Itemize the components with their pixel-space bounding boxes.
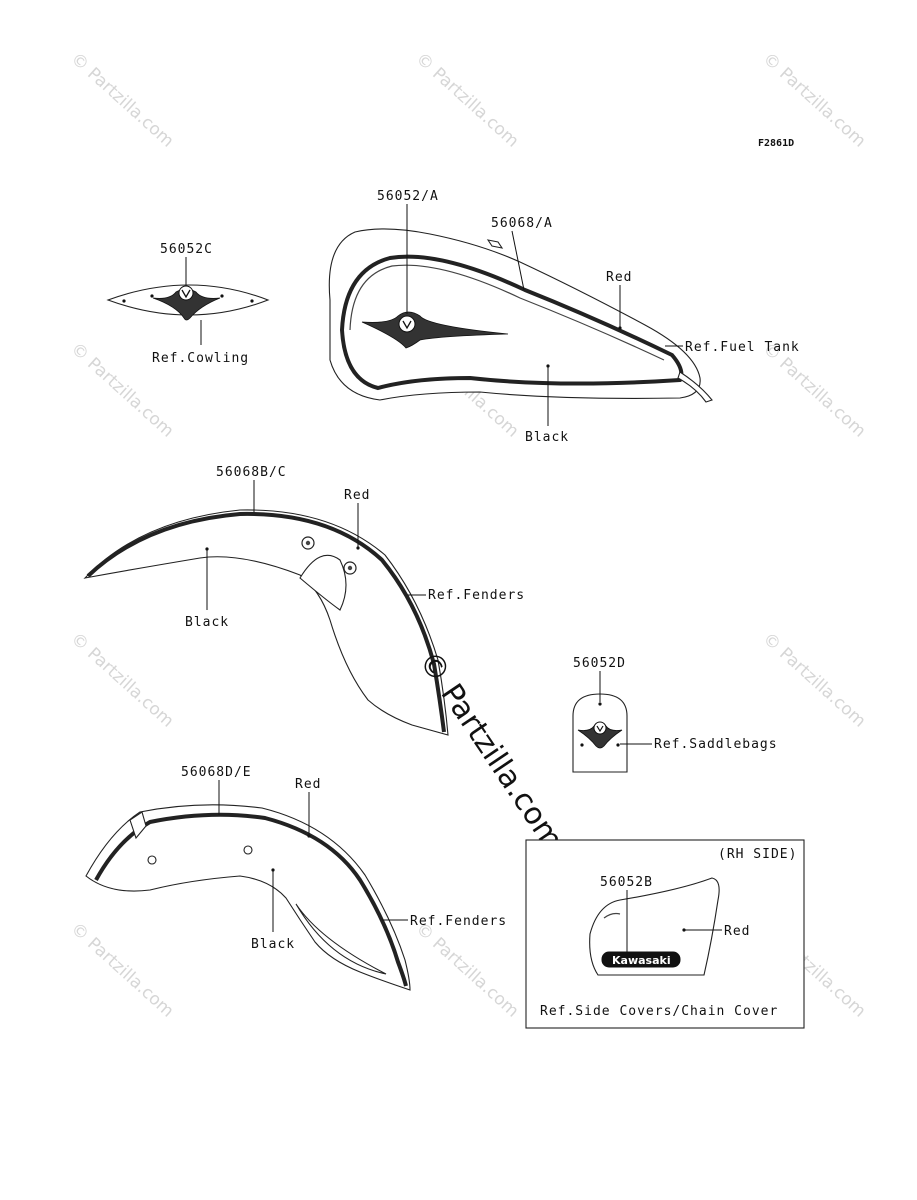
- saddlebag-decal-drawing: [572, 693, 628, 773]
- saddlebag-ref-label: Ref.Saddlebags: [654, 737, 778, 752]
- side-cover-drawing: Kawasaki: [589, 877, 720, 976]
- rear-fender-ref-label: Ref.Fenders: [410, 914, 507, 929]
- side-cover-ref-label: Ref.Side Covers/Chain Cover: [540, 1004, 778, 1019]
- watermark-3: © Partzilla.com: [759, 49, 870, 152]
- rear-fender-red-label: Red: [295, 777, 321, 792]
- side-cover-box-title: (RH SIDE): [718, 847, 797, 862]
- cowling-part-number: 56052C: [160, 242, 213, 257]
- side-cover-part-number: 56052B: [600, 875, 653, 890]
- side-cover-red-label: Red: [724, 924, 750, 939]
- watermark-center: © Partzilla.com: [411, 645, 569, 857]
- front-fender-black-label: Black: [185, 615, 229, 630]
- watermark-8: © Partzilla.com: [759, 629, 870, 732]
- front-fender-ref-label: Ref.Fenders: [428, 588, 525, 603]
- figure-code: F2861D: [758, 138, 794, 149]
- tank-red-label: Red: [606, 270, 632, 285]
- tank-ref-label: Ref.Fuel Tank: [685, 340, 800, 355]
- kawasaki-badge: [601, 951, 681, 968]
- front-fender-drawing: [83, 509, 449, 736]
- watermark-1: © Partzilla.com: [67, 49, 178, 152]
- kawasaki-badge-text: Kawasaki: [612, 954, 671, 967]
- front-fender-part-number: 56068B/C: [216, 465, 287, 480]
- front-fender-red-label: Red: [344, 488, 370, 503]
- rear-fender-part-number: 56068D/E: [181, 765, 252, 780]
- watermark-9: © Partzilla.com: [67, 919, 178, 1022]
- saddlebag-part-number: 56052D: [573, 656, 626, 671]
- tank-emblem-part-number: 56052/A: [377, 189, 439, 204]
- watermark-10: © Partzilla.com: [412, 919, 523, 1022]
- rear-fender-drawing: [85, 804, 411, 991]
- fuel-tank-drawing: [328, 228, 713, 403]
- cowling-decal-drawing: [106, 284, 270, 321]
- watermark-7: © Partzilla.com: [67, 629, 178, 732]
- tank-stripe-part-number: 56068/A: [491, 216, 553, 231]
- rear-fender-black-label: Black: [251, 937, 295, 952]
- tank-black-label: Black: [525, 430, 569, 445]
- cowling-ref-label: Ref.Cowling: [152, 351, 249, 366]
- watermark-2: © Partzilla.com: [412, 49, 523, 152]
